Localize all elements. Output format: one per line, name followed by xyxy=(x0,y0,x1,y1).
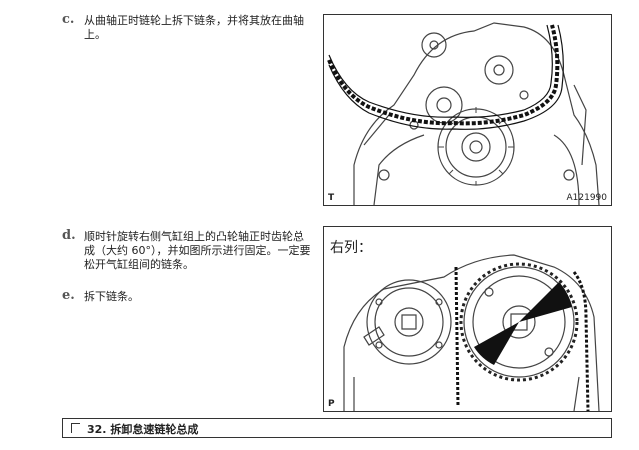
step-text: 顺时针旋转右侧气缸组上的凸轮轴正时齿轮总成（大约 60°），并如图所示进行固定。… xyxy=(84,230,311,271)
figure-corner-mark: T xyxy=(328,193,335,203)
engine-diagram-top xyxy=(327,22,600,205)
engine-diagram-bottom xyxy=(343,254,600,411)
section-header: 32. 拆卸怠速链轮总成 xyxy=(62,418,612,438)
figure-chain-crankshaft: T A121990 xyxy=(323,14,612,206)
step-letter: e. xyxy=(62,288,75,303)
figure-code: A121990 xyxy=(566,193,607,203)
step-text: 拆下链条。 xyxy=(84,290,139,303)
section-marker-icon xyxy=(71,423,80,433)
step-letter: d. xyxy=(62,228,76,243)
step-text: 从曲轴正时链轮上拆下链条，并将其放在曲轴上。 xyxy=(84,14,304,41)
step-letter: c. xyxy=(62,12,75,27)
figure-label: 右列： xyxy=(330,240,372,256)
section-title: 32. 拆卸怠速链轮总成 xyxy=(87,423,199,436)
figure-corner-mark: P xyxy=(328,399,335,409)
figure-right-bank: 右列： xyxy=(323,226,612,412)
